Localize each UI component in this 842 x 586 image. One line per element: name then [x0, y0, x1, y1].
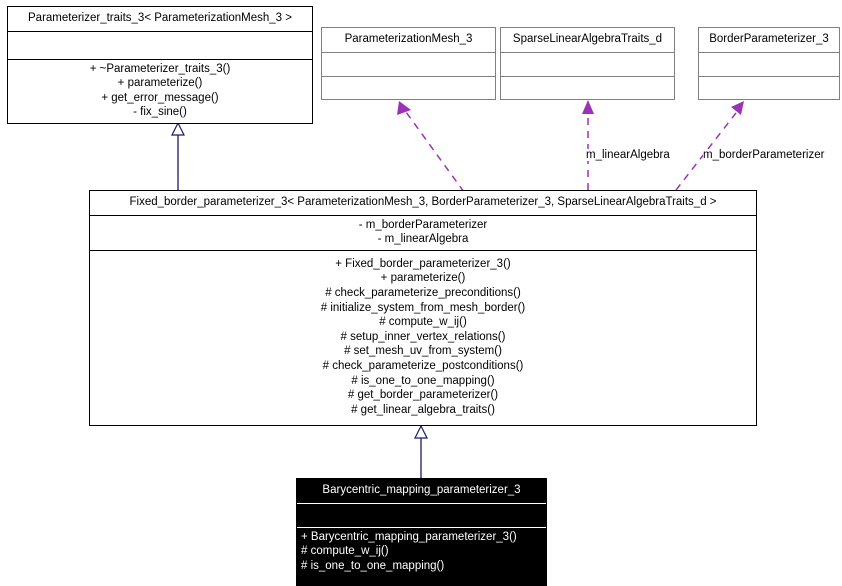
operation-row: - fix_sine() — [133, 106, 187, 119]
class-operations-barycentric-mapping-parameterizer-3: + Barycentric_mapping_parameterizer_3() … — [297, 528, 546, 577]
class-attributes-border-parameterizer-3 — [699, 53, 839, 76]
usage-edge-sparse-linear-algebra — [582, 100, 594, 190]
edge-label-m-border-parameterizer: m_borderParameterizer — [703, 149, 825, 161]
class-title-parameterizer-traits-3: Parameterizer_traits_3< Parameterization… — [28, 12, 292, 24]
class-box-parameterizer-traits-3[interactable]: Parameterizer_traits_3< Parameterization… — [7, 6, 313, 124]
operation-row: + get_error_message() — [101, 91, 219, 104]
class-attributes-fixed-border-parameterizer-3: - m_borderParameterizer - m_linearAlgebr… — [90, 216, 756, 250]
attribute-row: - m_borderParameterizer — [358, 218, 488, 231]
inheritance-edge-fixed-to-traits — [171, 121, 185, 190]
class-operations-sparse-linear-algebra-traits-d — [501, 77, 674, 99]
edge-label-m-linear-algebra: m_linearAlgebra — [586, 149, 670, 161]
operation-row: # compute_w_ij() — [379, 316, 467, 329]
class-separator — [297, 526, 546, 528]
class-box-barycentric-mapping-parameterizer-3[interactable]: Barycentric_mapping_parameterizer_3 + Ba… — [296, 478, 547, 586]
class-box-fixed-border-parameterizer-3[interactable]: Fixed_border_parameterizer_3< Parameteri… — [89, 190, 757, 426]
class-attributes-parameterization-mesh-3 — [322, 53, 495, 76]
class-title-border-parameterizer-3: BorderParameterizer_3 — [709, 33, 829, 45]
class-separator — [90, 249, 756, 251]
operation-row: + ~Parameterizer_traits_3() — [89, 62, 231, 75]
class-operations-parameterization-mesh-3 — [322, 77, 495, 99]
class-separator — [699, 51, 839, 53]
usage-edge-border-parameterizer — [675, 101, 744, 191]
class-box-sparse-linear-algebra-traits-d[interactable]: SparseLinearAlgebraTraits_d — [500, 27, 675, 100]
class-operations-border-parameterizer-3 — [699, 77, 839, 99]
class-separator — [8, 58, 312, 60]
usage-edge-parameterization-mesh — [397, 101, 465, 193]
operation-row: + Fixed_border_parameterizer_3() — [335, 257, 511, 270]
operation-row: # check_parameterize_preconditions() — [325, 286, 521, 299]
operation-row: + parameterize() — [117, 77, 203, 90]
class-separator — [501, 51, 674, 53]
operation-row: # initialize_system_from_mesh_border() — [320, 301, 526, 314]
class-separator — [90, 214, 756, 216]
class-separator — [297, 502, 546, 504]
inheritance-edge-barycentric-to-fixed — [414, 424, 428, 478]
class-title-barycentric-mapping-parameterizer-3: Barycentric_mapping_parameterizer_3 — [322, 484, 521, 496]
class-title-fixed-border-parameterizer-3: Fixed_border_parameterizer_3< Parameteri… — [129, 196, 717, 208]
class-title-sparse-linear-algebra-traits-d: SparseLinearAlgebraTraits_d — [512, 33, 663, 45]
class-attributes-parameterizer-traits-3 — [8, 32, 312, 59]
class-separator — [8, 30, 312, 32]
operation-row: + Barycentric_mapping_parameterizer_3() — [301, 530, 517, 543]
class-separator — [699, 75, 839, 77]
class-box-border-parameterizer-3[interactable]: BorderParameterizer_3 — [698, 27, 840, 100]
class-separator — [322, 75, 495, 77]
empty-attributes — [8, 34, 312, 56]
operation-row: # is_one_to_one_mapping() — [351, 374, 495, 387]
operation-row: + parameterize() — [380, 272, 466, 285]
operation-row: # check_parameterize_postconditions() — [322, 359, 524, 372]
class-attributes-barycentric-mapping-parameterizer-3 — [297, 504, 546, 527]
class-operations-parameterizer-traits-3: + ~Parameterizer_traits_3() + parameteri… — [8, 60, 312, 123]
operation-row: # is_one_to_one_mapping() — [301, 559, 445, 572]
class-operations-fixed-border-parameterizer-3: + Fixed_border_parameterizer_3() + param… — [90, 251, 756, 421]
operation-row: # setup_inner_vertex_relations() — [340, 330, 506, 343]
operation-row: # compute_w_ij() — [301, 545, 389, 558]
class-separator — [322, 51, 495, 53]
class-separator — [501, 75, 674, 77]
attribute-row: - m_linearAlgebra — [377, 233, 469, 246]
operation-row: # get_linear_algebra_traits() — [351, 403, 495, 416]
operation-row: # set_mesh_uv_from_system() — [344, 345, 502, 358]
class-title-parameterization-mesh-3: ParameterizationMesh_3 — [344, 33, 473, 45]
operation-row: # get_border_parameterizer() — [347, 389, 499, 402]
class-box-parameterization-mesh-3[interactable]: ParameterizationMesh_3 — [321, 27, 496, 100]
class-attributes-sparse-linear-algebra-traits-d — [501, 53, 674, 76]
